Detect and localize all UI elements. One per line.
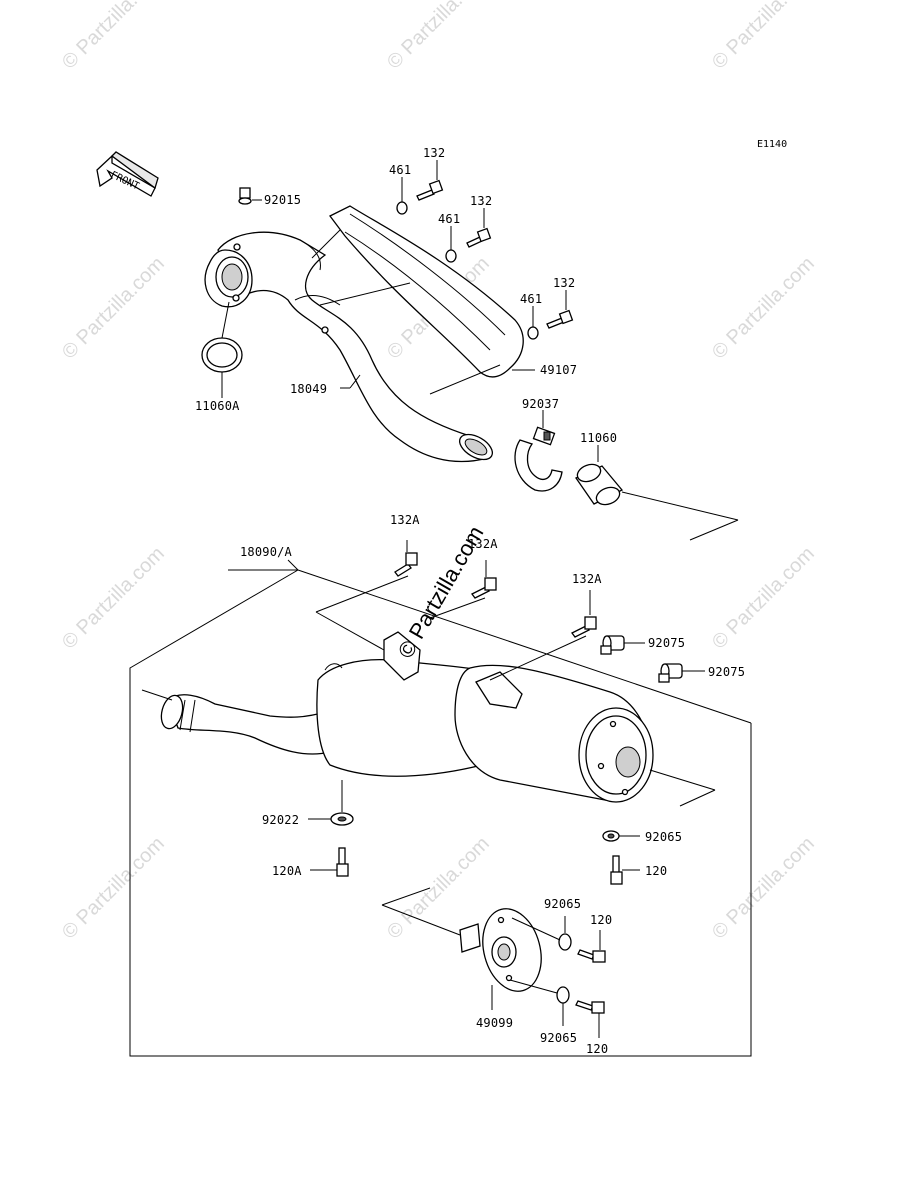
part-label-132a: 132A bbox=[572, 572, 602, 586]
part-label-92022: 92022 bbox=[262, 813, 299, 827]
lower-leader-lines bbox=[141, 540, 716, 1038]
washer-92065 bbox=[556, 986, 570, 1004]
diagram-code: E1140 bbox=[757, 139, 787, 150]
washer-461 bbox=[445, 249, 457, 263]
upper-leader-lines bbox=[221, 160, 739, 541]
bolt-120 bbox=[577, 949, 606, 963]
bolt-120 bbox=[610, 855, 623, 885]
watermark: © Partzilla.com bbox=[708, 833, 819, 944]
watermark: © Partzilla.com bbox=[58, 253, 169, 364]
watermark: © Partzilla.com bbox=[708, 253, 819, 364]
bolt-132 bbox=[546, 309, 574, 329]
watermark: © Partzilla.com bbox=[708, 0, 819, 74]
heat-guard bbox=[329, 205, 524, 378]
part-label-92065: 92065 bbox=[540, 1031, 577, 1045]
watermark: © Partzilla.com bbox=[58, 0, 169, 74]
washer-461 bbox=[527, 326, 539, 340]
washer-92022 bbox=[330, 812, 354, 826]
watermark: © Partzilla.com bbox=[383, 0, 494, 74]
part-label-92037: 92037 bbox=[522, 397, 559, 411]
gasket-11060a bbox=[201, 337, 243, 373]
assembly-frame bbox=[129, 559, 752, 1057]
part-label-92065: 92065 bbox=[645, 830, 682, 844]
watermark: © Partzilla.com bbox=[708, 543, 819, 654]
part-label-132: 132 bbox=[553, 276, 575, 290]
part-label-92015: 92015 bbox=[264, 193, 301, 207]
part-label-18049: 18049 bbox=[290, 382, 327, 396]
part-label-120: 120 bbox=[590, 913, 612, 927]
exhaust-pipe bbox=[204, 231, 494, 463]
bolt-132a bbox=[571, 616, 597, 638]
front-arrow-icon: FRONT bbox=[96, 151, 159, 197]
washer-461 bbox=[396, 201, 408, 215]
watermark: © Partzilla.com bbox=[58, 833, 169, 944]
part-label-461: 461 bbox=[389, 163, 411, 177]
part-label-18090: 18090/A bbox=[240, 545, 293, 559]
part-label-92075: 92075 bbox=[648, 636, 685, 650]
clamp-92037 bbox=[514, 426, 563, 492]
part-label-132: 132 bbox=[470, 194, 492, 208]
part-label-92065: 92065 bbox=[544, 897, 581, 911]
part-label-49107: 49107 bbox=[540, 363, 577, 377]
grommet-92075 bbox=[658, 663, 683, 683]
part-label-120: 120 bbox=[645, 864, 667, 878]
part-label-49099: 49099 bbox=[476, 1016, 513, 1030]
watermark-layer: © Partzilla.com © Partzilla.com © Partzi… bbox=[58, 0, 819, 944]
bolt-120 bbox=[575, 1000, 605, 1014]
bolt-132 bbox=[466, 227, 492, 248]
part-label-11060a: 11060A bbox=[195, 399, 240, 413]
bolt-132a bbox=[394, 552, 418, 577]
end-cap-49099 bbox=[459, 908, 542, 992]
grommet-92075 bbox=[600, 635, 625, 655]
bolt-132 bbox=[416, 179, 444, 201]
part-label-132a: 132A bbox=[390, 513, 420, 527]
part-label-92075: 92075 bbox=[708, 665, 745, 679]
washer-92065 bbox=[602, 830, 620, 842]
nut-92015 bbox=[238, 187, 252, 205]
watermark: © Partzilla.com bbox=[58, 543, 169, 654]
gasket-11060 bbox=[575, 463, 624, 506]
muffler bbox=[160, 631, 654, 803]
part-label-132: 132 bbox=[423, 146, 445, 160]
part-label-120: 120 bbox=[586, 1042, 608, 1056]
washer-92065 bbox=[558, 933, 572, 951]
bolt-120a bbox=[336, 847, 349, 877]
part-label-132a: 132A bbox=[468, 537, 498, 551]
bolt-132a bbox=[471, 577, 497, 599]
part-label-461: 461 bbox=[520, 292, 542, 306]
part-label-120a: 120A bbox=[272, 864, 302, 878]
part-label-461: 461 bbox=[438, 212, 460, 226]
part-label-11060: 11060 bbox=[580, 431, 617, 445]
